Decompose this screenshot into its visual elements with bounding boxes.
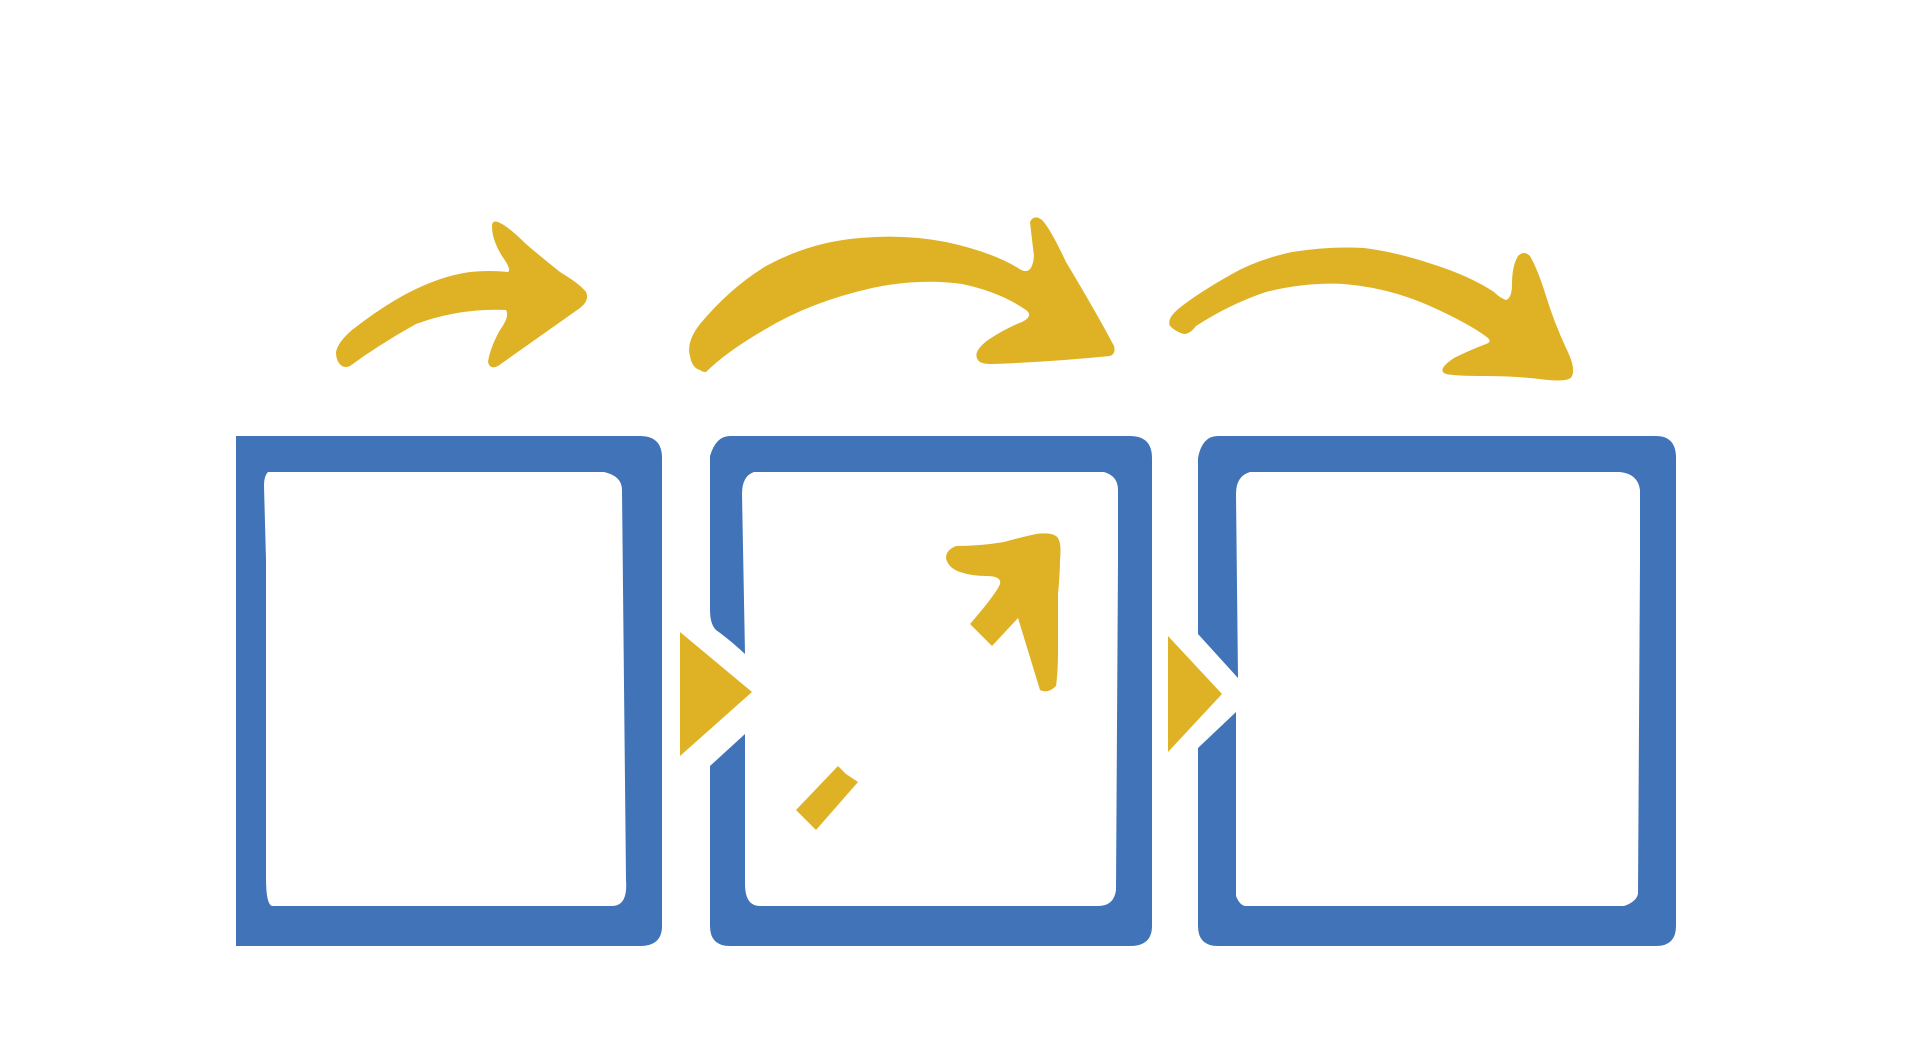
connector-triangle-2 — [1168, 636, 1222, 752]
box-3 — [1198, 436, 1676, 946]
box-1 — [236, 436, 662, 946]
box-2 — [710, 436, 1152, 946]
curved-arrow-1 — [336, 221, 588, 368]
diagonal-arrow — [796, 533, 1061, 830]
connector-triangle-1 — [680, 632, 752, 756]
curved-arrow-2 — [689, 217, 1115, 372]
curved-arrow-3 — [1169, 247, 1574, 381]
